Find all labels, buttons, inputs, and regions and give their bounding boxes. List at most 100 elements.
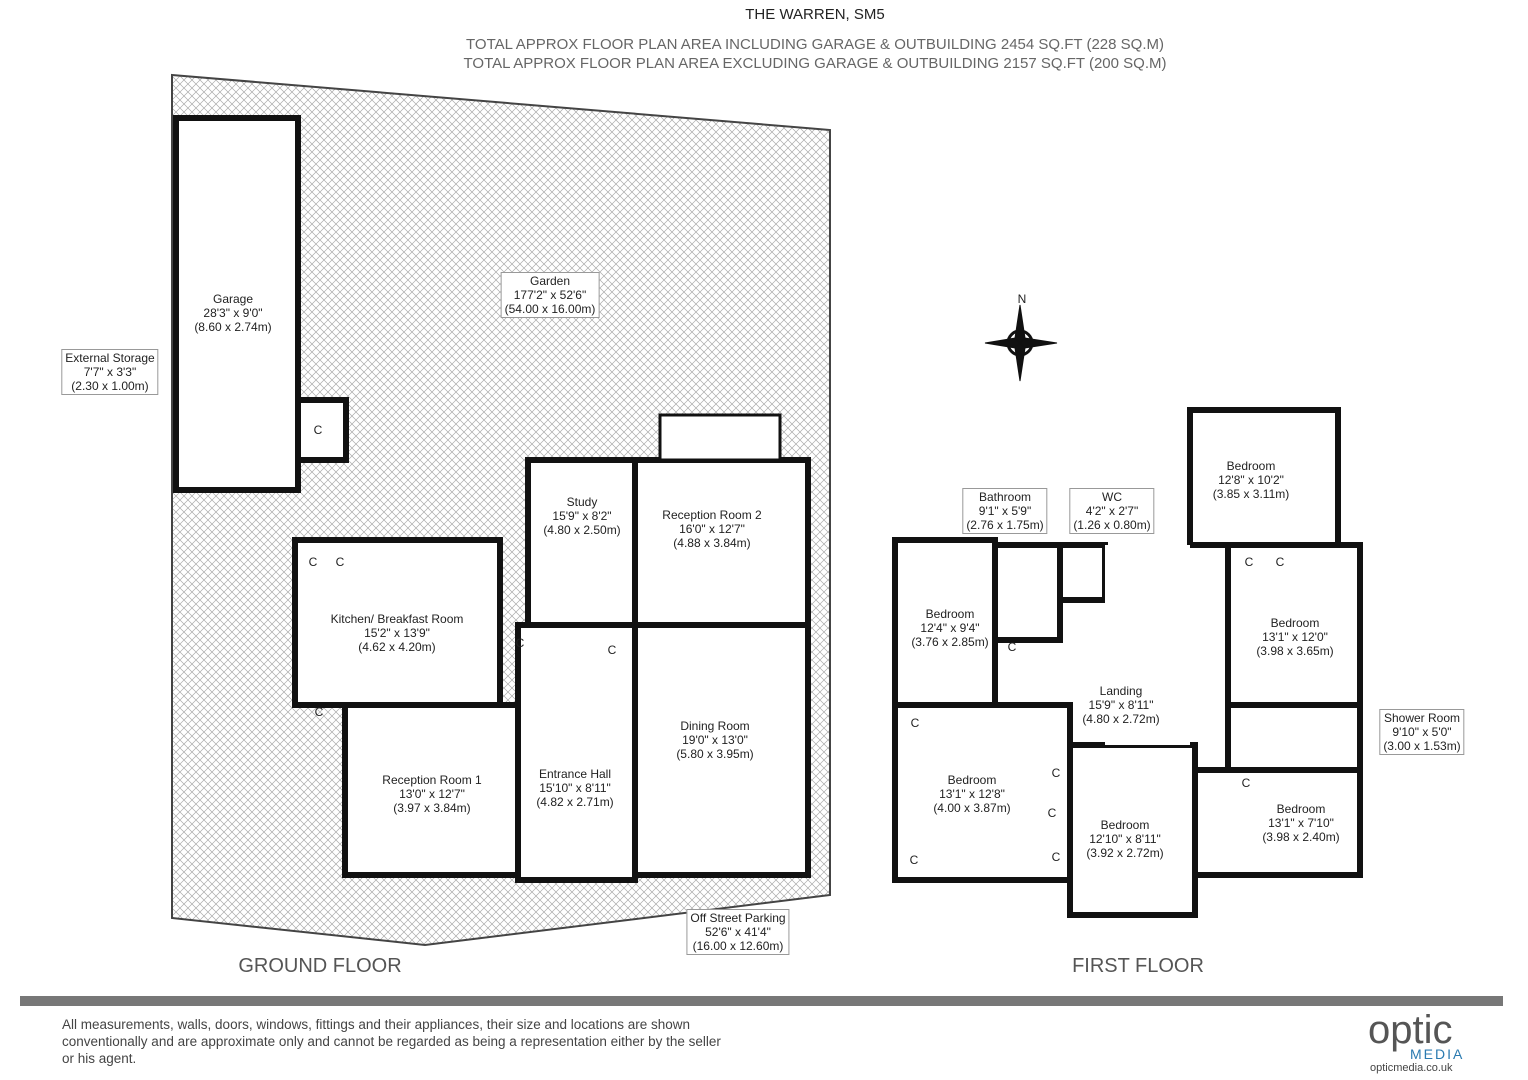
cupboard-label: C — [1241, 776, 1251, 790]
compass-north-label: N — [1017, 292, 1027, 306]
room-name: Entrance Hall — [538, 767, 612, 781]
room-imp: 13'1" x 12'0" — [1262, 630, 1328, 644]
room-imp: 28'3" x 9'0" — [203, 306, 263, 320]
logo-url: opticmedia.co.uk — [1370, 1062, 1453, 1074]
room-imp: 9'10" x 5'0" — [1392, 725, 1452, 739]
ground-floor-walls — [173, 115, 811, 883]
room-met: (1.26 x 0.80m) — [1073, 518, 1151, 532]
room-met: (3.76 x 2.85m) — [911, 635, 989, 649]
room-name: Kitchen/ Breakfast Room — [330, 612, 464, 626]
ground-floor-label: GROUND FLOOR — [238, 955, 402, 977]
room-name: WC — [1102, 490, 1122, 504]
room-imp: 12'10" x 8'11" — [1089, 832, 1161, 846]
room-name: Bathroom — [978, 490, 1032, 504]
room-met: (3.98 x 2.40m) — [1262, 830, 1340, 844]
room-imp: 16'0" x 12'7" — [679, 522, 745, 536]
room-imp: 13'1" x 7'10" — [1268, 816, 1334, 830]
room-name: Bedroom — [925, 607, 975, 621]
cupboard-label: C — [910, 716, 920, 730]
room-met: (3.92 x 2.72m) — [1086, 846, 1164, 860]
cupboard-label: C — [314, 705, 324, 719]
room-imp: 15'2" x 13'9" — [364, 626, 430, 640]
room-met: (2.76 x 1.75m) — [966, 518, 1044, 532]
room-name: External Storage — [65, 351, 155, 365]
disclaimer: All measurements, walls, doors, windows,… — [62, 1017, 721, 1066]
room-name: Garage — [212, 292, 254, 306]
room-name: Shower Room — [1383, 711, 1461, 725]
room-met: (4.80 x 2.50m) — [543, 523, 621, 537]
room-name: Garden — [529, 274, 571, 288]
room-imp: 52'6" x 41'4" — [705, 925, 771, 939]
cupboard-label: C — [1244, 555, 1254, 569]
logo-optic: optic — [1368, 1008, 1453, 1052]
cupboard-label: C — [1047, 806, 1057, 820]
room-met: (8.60 x 2.74m) — [194, 320, 272, 334]
cupboard-label: C — [515, 636, 525, 650]
room-met: (3.00 x 1.53m) — [1383, 739, 1461, 753]
cupboard-label: C — [909, 853, 919, 867]
room-imp: 15'9" x 8'11" — [1088, 698, 1154, 712]
cupboard-label: C — [335, 555, 345, 569]
room-imp: 7'7" x 3'3" — [83, 365, 137, 379]
room-name: Bedroom — [1276, 802, 1326, 816]
room-name: Study — [566, 495, 598, 509]
room-met: (4.62 x 4.20m) — [358, 640, 436, 654]
room-name: Landing — [1099, 684, 1143, 698]
cupboard-label: C — [1007, 640, 1017, 654]
room-met: (4.80 x 2.72m) — [1082, 712, 1160, 726]
room-imp: 177'2" x 52'6" — [513, 288, 587, 302]
room-met: (4.88 x 3.84m) — [673, 536, 751, 550]
room-name: Bedroom — [1270, 616, 1320, 630]
area-excluding: TOTAL APPROX FLOOR PLAN AREA EXCLUDING G… — [463, 55, 1167, 72]
cupboard-label: C — [1051, 850, 1061, 864]
first-floor-walls — [892, 407, 1363, 918]
room-name: Off Street Parking — [690, 911, 786, 925]
cupboard-label: C — [607, 643, 617, 657]
room-imp: 12'4" x 9'4" — [920, 621, 980, 635]
room-imp: 13'1" x 12'8" — [939, 787, 1005, 801]
room-imp: 9'1" x 5'9" — [978, 504, 1032, 518]
cupboard-label: C — [1275, 555, 1285, 569]
cupboard-label: C — [313, 423, 323, 437]
room-imp: 12'8" x 10'2" — [1218, 473, 1284, 487]
footer-divider — [20, 996, 1503, 1006]
room-met: (2.30 x 1.00m) — [71, 379, 149, 393]
room-imp: 15'10" x 8'11" — [539, 781, 611, 795]
room-imp: 13'0" x 12'7" — [399, 787, 465, 801]
area-including: TOTAL APPROX FLOOR PLAN AREA INCLUDING G… — [466, 36, 1164, 53]
room-met: (4.00 x 3.87m) — [933, 801, 1011, 815]
cupboard-label: C — [1051, 766, 1061, 780]
room-met: (54.00 x 16.00m) — [504, 302, 596, 316]
room-name: Reception Room 2 — [662, 508, 762, 522]
first-floor-label: FIRST FLOOR — [1072, 955, 1204, 977]
cupboard-label: C — [308, 555, 318, 569]
room-name: Bedroom — [947, 773, 997, 787]
compass-rose-icon — [984, 304, 1058, 382]
room-name: Bedroom — [1226, 459, 1276, 473]
room-imp: 19'0" x 13'0" — [682, 733, 748, 747]
logo-media: MEDIA — [1410, 1046, 1465, 1062]
room-met: (3.97 x 3.84m) — [393, 801, 471, 815]
room-met: (5.80 x 3.95m) — [676, 747, 754, 761]
room-met: (16.00 x 12.60m) — [692, 939, 784, 953]
plan-title: THE WARREN, SM5 — [745, 6, 885, 23]
